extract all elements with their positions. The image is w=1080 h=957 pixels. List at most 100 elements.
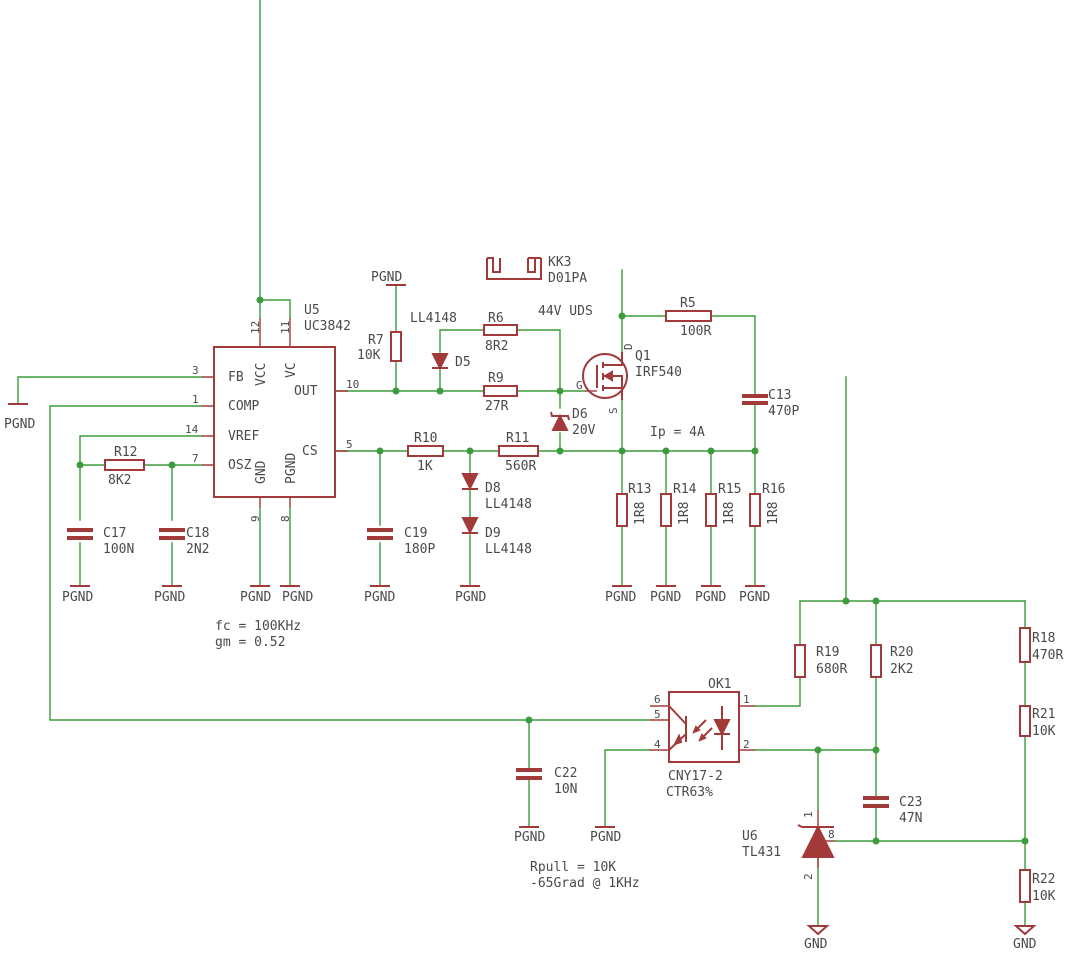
c19-ref: C19 <box>404 526 427 541</box>
pgnd-r14: PGND <box>650 585 681 605</box>
diode-d8: D8 LL4148 <box>461 473 532 512</box>
resistor-r14: R14 1R8 <box>660 482 697 527</box>
pgnd-label: PGND <box>605 590 636 605</box>
resistor-r13: R13 1R8 <box>616 482 651 527</box>
capacitor-c23: C23 47N <box>863 795 922 826</box>
r6-ref: R6 <box>488 311 504 326</box>
r5-value: 100R <box>680 324 711 339</box>
c18-value: 2N2 <box>186 542 209 557</box>
u6-ref: U6 <box>742 829 758 844</box>
u5-pin-cs: CS <box>302 444 318 459</box>
resistor-r10: R10 1K <box>407 431 444 474</box>
d5-value: LL4148 <box>410 311 457 326</box>
r14-ref: R14 <box>673 482 697 497</box>
u5-ref: U5 <box>304 303 320 318</box>
annotations: 44V UDS Ip = 4A fc = 100KHz gm = 0.52 Rp… <box>215 304 705 891</box>
q1-pin-d: D <box>622 343 635 350</box>
u5-pinnum-14: 14 <box>185 423 199 436</box>
r6-value: 8R2 <box>485 339 508 354</box>
junction <box>618 312 626 320</box>
annotation-rpull: Rpull = 10K <box>530 860 616 875</box>
junction <box>842 597 850 605</box>
junction <box>556 387 564 395</box>
diode-d9: D9 LL4148 <box>461 517 532 557</box>
d6-ref: D6 <box>572 407 588 422</box>
d6-value: 20V <box>572 423 596 438</box>
gnd-r22: GND <box>1013 925 1037 952</box>
junctions <box>76 296 1029 845</box>
c18-ref: C18 <box>186 526 209 541</box>
diode-d5: D5 LL4148 <box>410 311 471 371</box>
u5-pinnum-1: 1 <box>192 393 199 406</box>
r21-ref: R21 <box>1032 707 1055 722</box>
pgnd-u5-gnd: PGND <box>240 585 271 605</box>
junction <box>872 597 880 605</box>
r19-value: 680R <box>816 662 847 677</box>
heatsink-kk3: KK3 D01PA <box>486 255 587 286</box>
r16-ref: R16 <box>762 482 785 497</box>
ok1-pinnum-4: 4 <box>654 738 661 751</box>
pgnd-r16: PGND <box>739 585 770 605</box>
kk3-value: D01PA <box>548 271 587 286</box>
ok1-pinnum-2: 2 <box>743 738 750 751</box>
r12-ref: R12 <box>114 445 137 460</box>
resistor-r22: R22 10K <box>1019 869 1056 904</box>
d8-value: LL4148 <box>485 497 532 512</box>
resistor-r19: R19 680R <box>794 644 847 678</box>
junction <box>1021 837 1029 845</box>
u5-value: UC3842 <box>304 319 351 334</box>
resistor-r7: R7 10K <box>357 331 402 363</box>
u5-pin-vc: VC <box>284 362 299 378</box>
pgnd-ok1: PGND <box>590 826 621 845</box>
pgnd-label: PGND <box>739 590 770 605</box>
pgnd-label: PGND <box>590 830 621 845</box>
r16-value: 1R8 <box>766 502 781 525</box>
junction <box>436 387 444 395</box>
kk3-ref: KK3 <box>548 255 571 270</box>
u5-pinnum-11: 11 <box>279 321 292 334</box>
capacitor-c22: C22 10N <box>516 766 577 797</box>
r11-value: 560R <box>505 459 536 474</box>
junction <box>751 447 759 455</box>
u5-pinnum-8: 8 <box>279 515 292 522</box>
u5-pin-comp: COMP <box>228 399 259 414</box>
c19-value: 180P <box>404 542 435 557</box>
junction <box>618 447 626 455</box>
annotation-uds: 44V UDS <box>538 304 593 319</box>
q1-value: IRF540 <box>635 365 682 380</box>
r21-value: 10K <box>1032 724 1056 739</box>
r13-value: 1R8 <box>633 502 648 525</box>
resistors: R6 8R2 R9 27R R10 1K R11 560R R12 8K2 R5… <box>104 296 1063 904</box>
pgnd-c17: PGND <box>62 585 93 605</box>
pgnd-label: PGND <box>455 590 486 605</box>
r22-value: 10K <box>1032 889 1056 904</box>
resistor-r11: R11 560R <box>498 431 539 474</box>
r7-value: 10K <box>357 348 381 363</box>
ok1-value: CNY17-2 <box>668 769 723 784</box>
pgnd-u5-pgnd: PGND <box>280 585 313 605</box>
r10-ref: R10 <box>414 431 437 446</box>
annotation-gm: gm = 0.52 <box>215 635 285 650</box>
d9-value: LL4148 <box>485 542 532 557</box>
pgnd-label: PGND <box>364 590 395 605</box>
r7-ref: R7 <box>368 333 384 348</box>
pgnd-fb: PGND <box>4 403 35 432</box>
gnd-label: GND <box>1013 937 1037 952</box>
r5-ref: R5 <box>680 296 696 311</box>
pgnd-r15: PGND <box>695 585 726 605</box>
annotation-ip: Ip = 4A <box>650 425 705 440</box>
junction <box>525 716 533 724</box>
pgnd-label: PGND <box>240 590 271 605</box>
r22-ref: R22 <box>1032 872 1055 887</box>
r19-ref: R19 <box>816 645 839 660</box>
capacitor-c18: C18 2N2 <box>159 526 209 557</box>
d9-ref: D9 <box>485 526 501 541</box>
d8-ref: D8 <box>485 481 501 496</box>
c13-ref: C13 <box>768 388 791 403</box>
mosfet-q1: Q1 IRF540 G D S <box>576 343 682 414</box>
junction <box>392 387 400 395</box>
resistor-r20: R20 2K2 <box>870 644 913 678</box>
pgnd-c18: PGND <box>154 585 185 605</box>
wires <box>17 0 1026 926</box>
r12-value: 8K2 <box>108 473 131 488</box>
